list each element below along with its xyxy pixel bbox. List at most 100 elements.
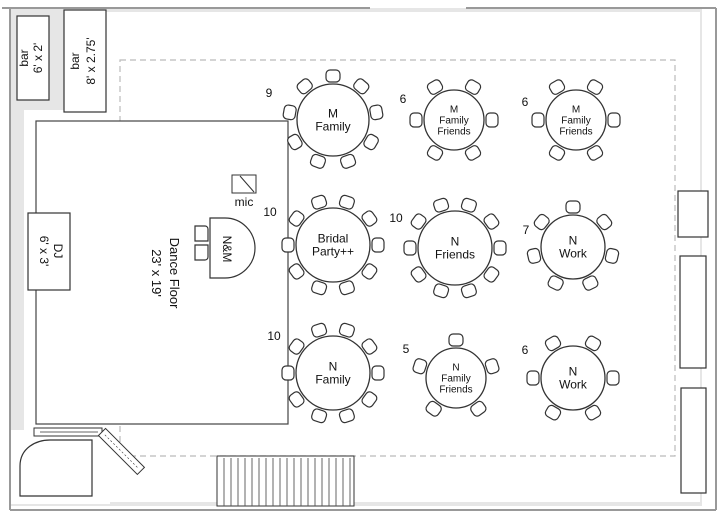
chair bbox=[460, 283, 477, 299]
table-label-line: Family bbox=[315, 120, 350, 134]
table-label-line: Family bbox=[439, 116, 468, 127]
bar-small: bar 6' x 2' bbox=[16, 15, 50, 101]
chair bbox=[426, 145, 444, 161]
table-label-line: Friends bbox=[435, 248, 475, 262]
chair bbox=[369, 104, 384, 121]
chair bbox=[596, 213, 613, 231]
dance-floor-title: Dance Floor bbox=[167, 238, 182, 309]
chair bbox=[338, 194, 355, 210]
piano bbox=[19, 427, 146, 497]
chair bbox=[493, 240, 507, 256]
bar-small-size: 6' x 2' bbox=[31, 43, 45, 74]
chair bbox=[548, 145, 566, 161]
table-label-line: Family bbox=[315, 373, 350, 387]
chair bbox=[288, 210, 305, 227]
guest-count: 10 bbox=[389, 211, 403, 225]
table-label-line: Friends bbox=[437, 127, 470, 138]
chair bbox=[325, 69, 341, 83]
guest-count: 5 bbox=[403, 342, 410, 356]
dj-name: DJ bbox=[51, 244, 65, 259]
chair bbox=[361, 210, 378, 227]
chair bbox=[586, 145, 604, 161]
table-label-line: N bbox=[569, 234, 578, 248]
chair bbox=[544, 335, 562, 352]
chair bbox=[288, 391, 305, 408]
chair bbox=[311, 408, 328, 424]
chair bbox=[288, 263, 305, 280]
round-table bbox=[296, 83, 370, 157]
chair bbox=[403, 240, 417, 256]
chair bbox=[448, 333, 464, 347]
chair bbox=[338, 408, 355, 424]
dj-size: 6' x 3' bbox=[37, 236, 51, 267]
sweetheart-table: N&M bbox=[194, 217, 256, 279]
chair bbox=[485, 112, 499, 128]
bar-large: bar 8' x 2.75' bbox=[63, 9, 107, 113]
stairs bbox=[216, 455, 355, 507]
chair bbox=[338, 280, 355, 296]
chair bbox=[470, 400, 487, 417]
chair bbox=[288, 338, 305, 355]
chair bbox=[604, 247, 620, 264]
table-label-line: M bbox=[572, 105, 580, 116]
guest-count: 9 bbox=[266, 86, 273, 100]
sweetheart-label: N&M bbox=[220, 236, 234, 263]
chair bbox=[533, 213, 550, 231]
round-table bbox=[540, 214, 606, 280]
guest-count: 7 bbox=[523, 223, 530, 237]
table-label-line: Friends bbox=[439, 385, 472, 396]
chair bbox=[361, 391, 378, 408]
chair bbox=[410, 213, 427, 230]
guest-count: 6 bbox=[522, 343, 529, 357]
chair bbox=[460, 197, 477, 213]
chair bbox=[426, 79, 444, 95]
chair bbox=[531, 112, 545, 128]
guest-count: 6 bbox=[522, 95, 529, 109]
chair bbox=[363, 133, 379, 151]
guest-tables: MFamily9MFamilyFriends6MFamilyFriends6Br… bbox=[263, 69, 621, 424]
chair bbox=[338, 322, 355, 338]
chair bbox=[361, 263, 378, 280]
table-label-line: Bridal bbox=[318, 232, 349, 246]
chair bbox=[565, 200, 581, 214]
chair bbox=[282, 104, 297, 121]
chair bbox=[586, 79, 604, 95]
chair bbox=[339, 153, 357, 169]
round-table bbox=[423, 89, 485, 151]
round-table bbox=[417, 210, 493, 286]
chair bbox=[484, 358, 500, 375]
chair bbox=[548, 79, 566, 95]
chair bbox=[547, 275, 564, 291]
chair bbox=[526, 370, 540, 386]
dance-floor-size: 23' x 19' bbox=[149, 249, 164, 297]
dj-booth: DJ 6' x 3' bbox=[27, 212, 71, 291]
chair bbox=[412, 358, 428, 375]
chair bbox=[433, 197, 450, 213]
chair bbox=[526, 247, 542, 264]
table-label-line: Party++ bbox=[312, 245, 354, 259]
table-label-line: N bbox=[569, 365, 578, 379]
round-table bbox=[295, 207, 371, 283]
table-label-line: N bbox=[329, 360, 338, 374]
table-label-line: Family bbox=[441, 374, 470, 385]
chair bbox=[410, 266, 427, 283]
guest-count: 6 bbox=[400, 92, 407, 106]
round-table bbox=[545, 89, 607, 151]
table-label-line: Work bbox=[559, 378, 588, 392]
chair bbox=[311, 194, 328, 210]
chair bbox=[281, 365, 295, 381]
chair bbox=[311, 280, 328, 296]
mic-stand bbox=[231, 174, 257, 194]
chair bbox=[483, 213, 500, 230]
chair bbox=[606, 370, 620, 386]
